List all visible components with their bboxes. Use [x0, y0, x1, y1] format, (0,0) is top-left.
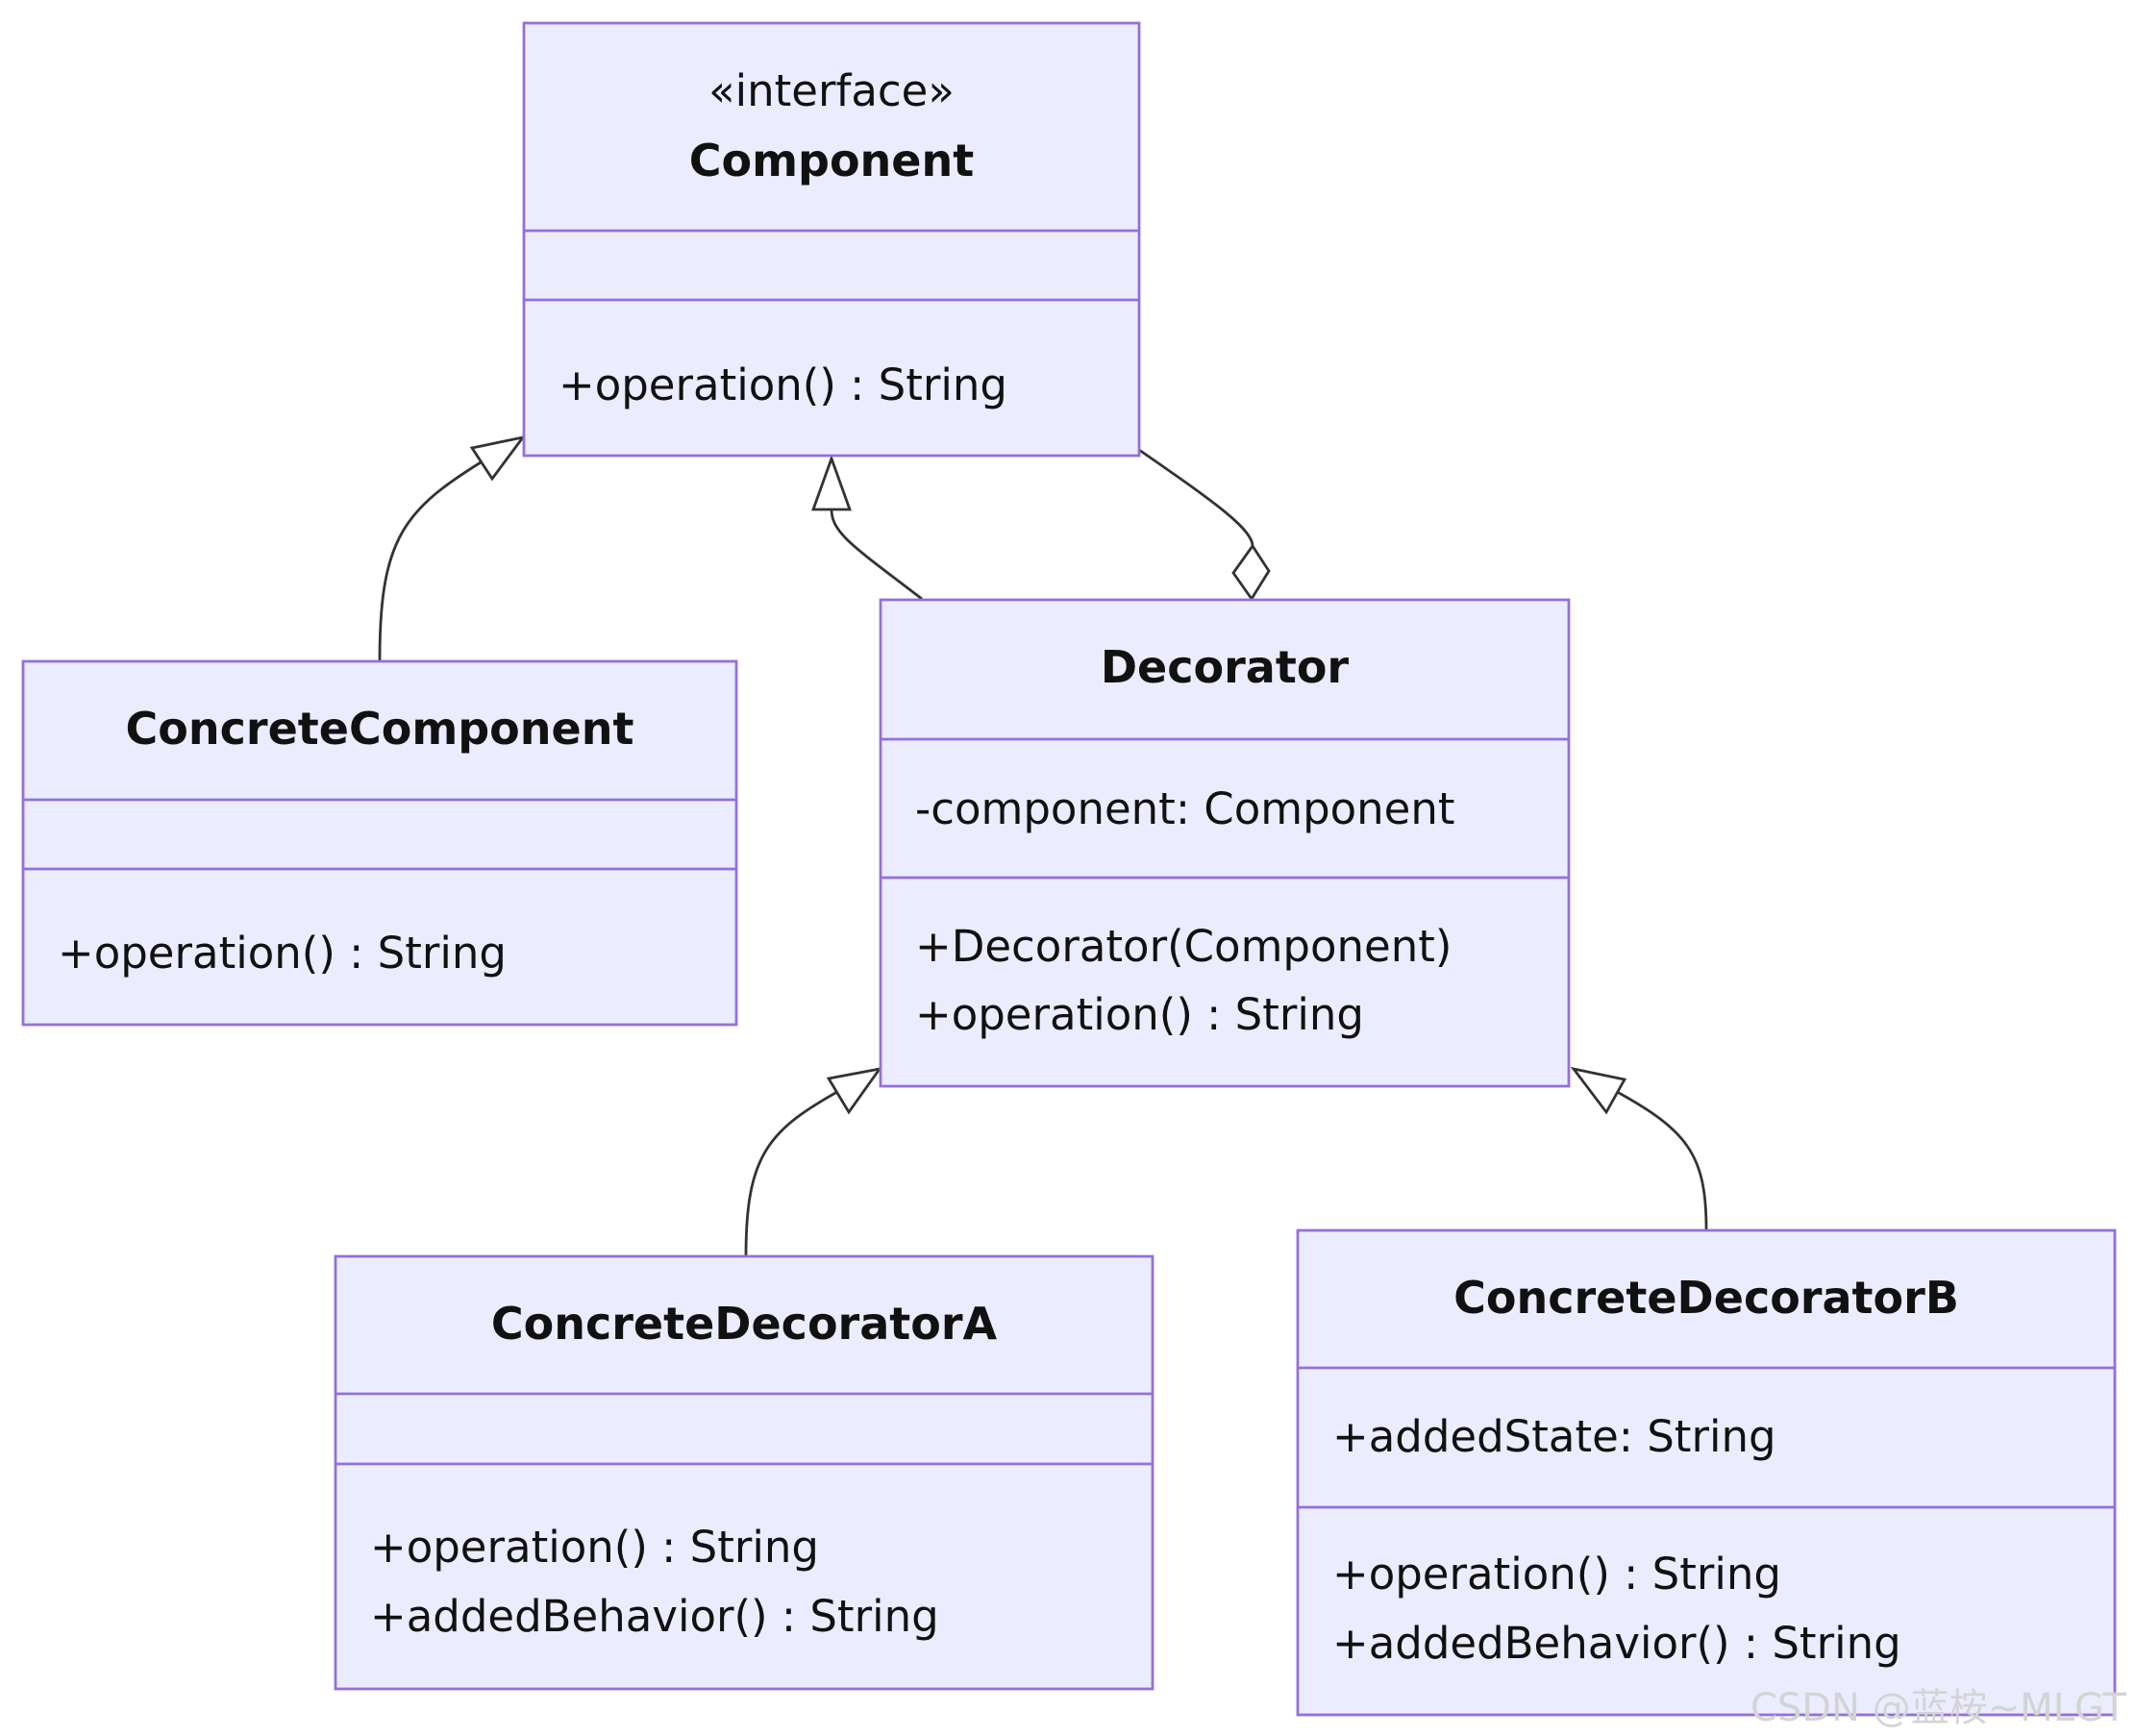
class-name: Component: [689, 135, 975, 186]
inheritance-arrow-component-left: [469, 434, 527, 482]
class-attribute: -component: Component: [915, 783, 1455, 834]
class-stereotype: «interface»: [708, 65, 955, 116]
edge-decorator-aggregates-component: [1138, 448, 1254, 547]
class-concrete-decorator-a: ConcreteDecoratorA +operation() : String…: [334, 1254, 1154, 1691]
class-method: +addedBehavior() : String: [1332, 1618, 1901, 1669]
class-concrete-decorator-b: ConcreteDecoratorB +addedState: String +…: [1296, 1228, 2117, 1717]
inheritance-arrow-component-center: [811, 454, 852, 511]
class-method: +Decorator(Component): [915, 921, 1452, 972]
class-method: +operation() : String: [1332, 1549, 1781, 1600]
class-name: ConcreteComponent: [126, 703, 634, 755]
edge-concretedecoratora-to-decorator: [744, 1086, 845, 1256]
inheritance-arrow-decorator-left: [826, 1066, 883, 1115]
watermark-text: CSDN @蓝桉~MLGT: [1750, 1686, 2127, 1730]
class-method: +operation() : String: [915, 989, 1364, 1040]
class-method: +operation() : String: [370, 1522, 819, 1573]
class-concrete-component: ConcreteComponent +operation() : String: [21, 659, 738, 1027]
edge-concretecomponent-to-component: [378, 458, 486, 661]
edge-concretedecoratorb-to-decorator: [1609, 1086, 1708, 1230]
class-method: +addedBehavior() : String: [370, 1591, 939, 1642]
class-method: +operation() : String: [58, 928, 507, 979]
class-method: +operation() : String: [559, 360, 1007, 410]
edge-decorator-to-component: [830, 508, 923, 601]
inheritance-arrow-decorator-right: [1570, 1066, 1627, 1115]
aggregation-diamond-decorator: [1231, 543, 1271, 602]
class-component: «interface» Component +operation() : Str…: [522, 21, 1141, 458]
class-name: ConcreteDecoratorA: [491, 1298, 998, 1350]
class-decorator: Decorator -component: Component +Decorat…: [879, 598, 1571, 1088]
class-name: ConcreteDecoratorB: [1453, 1272, 1959, 1324]
relationship-edges: [378, 434, 1708, 1256]
class-name: Decorator: [1101, 641, 1350, 693]
class-attribute: +addedState: String: [1332, 1411, 1776, 1462]
